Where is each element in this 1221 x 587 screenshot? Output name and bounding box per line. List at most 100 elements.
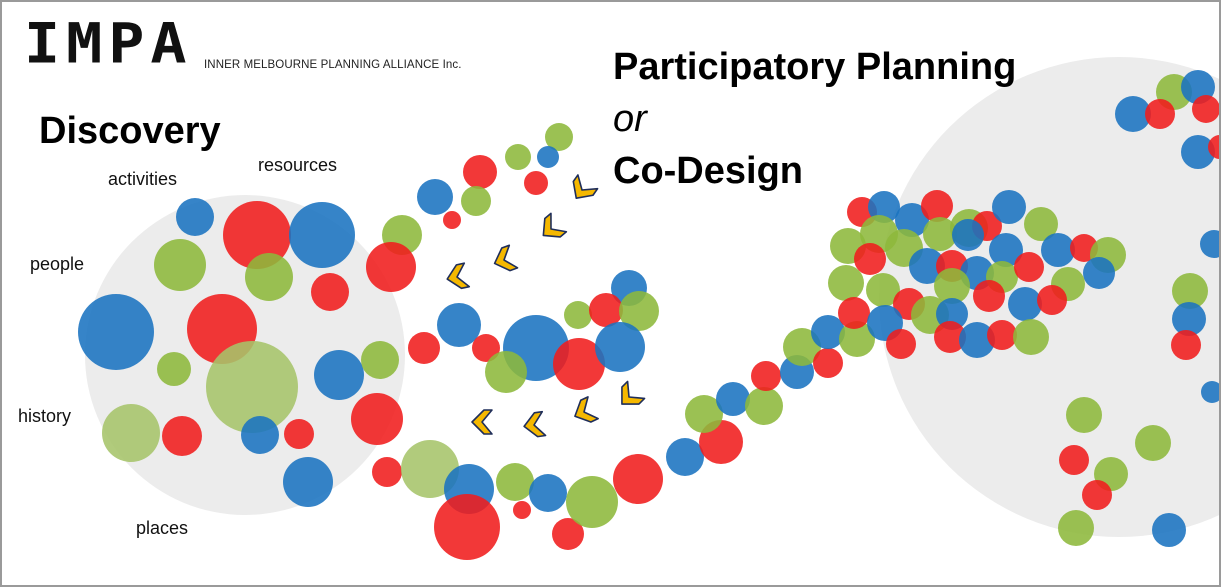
blue-bubble	[537, 146, 559, 168]
blue-bubble	[417, 179, 453, 215]
blue-bubble	[1201, 381, 1219, 403]
green-bubble	[566, 476, 618, 528]
label-history: history	[18, 406, 72, 426]
red-bubble	[284, 419, 314, 449]
red-bubble	[434, 494, 500, 560]
green-bubble	[619, 291, 659, 331]
label-places: places	[136, 518, 189, 538]
red-bubble	[372, 457, 402, 487]
green-bubble	[245, 253, 293, 301]
blue-bubble	[936, 298, 968, 330]
blue-bubble	[959, 322, 995, 358]
organisation-name: INNER MELBOURNE PLANNING ALLIANCE Inc.	[204, 59, 462, 71]
label-resources: resources	[258, 155, 338, 175]
red-bubble	[934, 321, 966, 353]
green-bubble	[1135, 425, 1171, 461]
blue-bubble	[1172, 302, 1206, 336]
red-bubble	[987, 320, 1017, 350]
blue-bubble	[989, 233, 1023, 267]
red-bubble	[472, 334, 500, 362]
green-bubble	[1024, 207, 1058, 241]
red-bubble	[463, 155, 497, 189]
blue-bubble	[1152, 513, 1186, 547]
blue-bubble	[716, 382, 750, 416]
blue-bubble	[1041, 233, 1075, 267]
red-bubble	[1037, 285, 1067, 315]
green-bubble	[206, 341, 298, 433]
discovery-heading: Discovery	[39, 110, 221, 152]
green-bubble	[102, 404, 160, 462]
blue-bubble	[909, 248, 945, 284]
blue-bubble	[1200, 230, 1219, 258]
red-bubble	[552, 518, 584, 550]
green-bubble	[361, 341, 399, 379]
blue-bubble	[1115, 96, 1151, 132]
red-bubble	[886, 329, 916, 359]
red-bubble	[1014, 252, 1044, 282]
title-or: or	[613, 98, 647, 140]
green-bubble	[745, 387, 783, 425]
blue-bubble	[952, 219, 984, 251]
red-bubble	[443, 211, 461, 229]
title-co-design: Co-Design	[613, 150, 803, 192]
green-bubble	[828, 265, 864, 301]
blue-bubble	[868, 191, 900, 223]
label-people: people	[30, 254, 85, 274]
red-bubble	[1059, 445, 1089, 475]
green-bubble	[564, 301, 592, 329]
green-bubble	[685, 395, 723, 433]
red-bubble	[1171, 330, 1201, 360]
red-bubble	[1082, 480, 1112, 510]
chevron-left-arrow-icon	[493, 244, 519, 272]
blue-bubble	[1181, 135, 1215, 169]
blue-bubble	[289, 202, 355, 268]
blue-bubble	[811, 315, 845, 349]
chevron-left-arrow-icon	[572, 174, 599, 199]
red-bubble	[553, 338, 605, 390]
red-bubble	[351, 393, 403, 445]
arrows-layer	[446, 174, 646, 438]
red-bubble	[813, 348, 843, 378]
red-bubble	[613, 454, 663, 504]
label-activities: activities	[108, 169, 178, 189]
red-bubble	[1145, 99, 1175, 129]
green-bubble	[866, 273, 900, 307]
red-bubble	[1208, 135, 1219, 159]
red-bubble	[223, 201, 291, 269]
green-bubble	[154, 239, 206, 291]
green-bubble	[934, 268, 970, 304]
green-bubble	[783, 328, 821, 366]
green-bubble	[505, 144, 531, 170]
blue-bubble	[78, 294, 154, 370]
blue-bubble	[895, 203, 929, 237]
red-bubble	[408, 332, 440, 364]
green-bubble	[923, 217, 957, 251]
blue-bubble	[529, 474, 567, 512]
green-bubble	[485, 351, 527, 393]
chevron-left-arrow-icon	[542, 212, 568, 238]
bubbles-layer	[78, 70, 1219, 560]
chevron-left-arrow-icon	[621, 380, 646, 405]
green-bubble	[1172, 273, 1208, 309]
blue-bubble	[595, 322, 645, 372]
blue-bubble	[241, 416, 279, 454]
blue-bubble	[666, 438, 704, 476]
chevron-left-arrow-icon	[574, 396, 599, 423]
green-bubble	[1013, 319, 1049, 355]
red-bubble	[366, 242, 416, 292]
blue-bubble	[1008, 287, 1042, 321]
red-bubble	[513, 501, 531, 519]
green-bubble	[1066, 397, 1102, 433]
red-bubble	[524, 171, 548, 195]
red-bubble	[1192, 95, 1219, 123]
chevron-left-arrow-icon	[523, 410, 547, 438]
blue-bubble	[314, 350, 364, 400]
blue-bubble	[283, 457, 333, 507]
chevron-left-arrow-icon	[471, 409, 493, 435]
blue-bubble	[437, 303, 481, 347]
impa-logo: IMPA	[24, 11, 193, 77]
red-bubble	[838, 297, 870, 329]
title-participatory-planning: Participatory Planning	[613, 46, 1017, 88]
